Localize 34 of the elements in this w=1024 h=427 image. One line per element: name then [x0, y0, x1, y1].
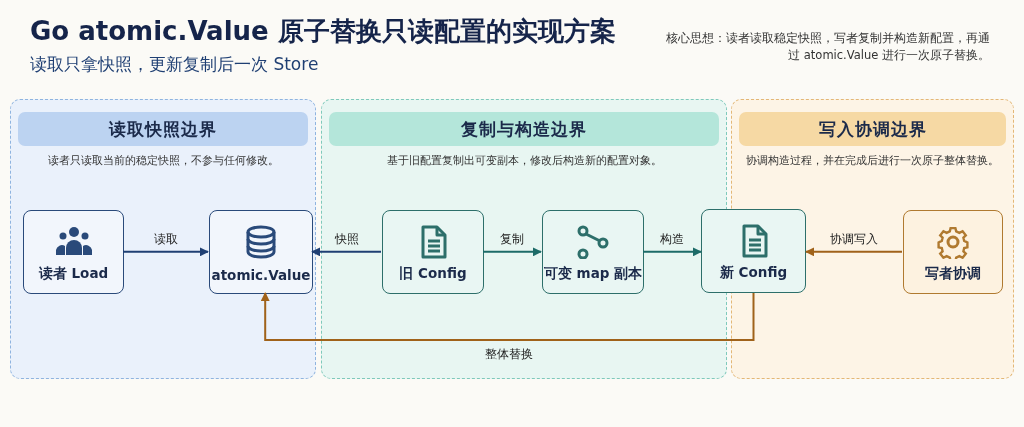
arrow — [311, 247, 382, 257]
panel-heading: 写入协调边界 — [739, 112, 1006, 146]
process-box — [23, 210, 124, 294]
edge-label: 整体替换 — [484, 345, 535, 363]
box-label: 写者协调 — [925, 265, 981, 283]
edge-label: 读取 — [152, 231, 179, 249]
box-label: 旧 Config — [399, 265, 467, 283]
panel-heading: 读取快照边界 — [18, 112, 308, 146]
edge-label: 复制 — [499, 231, 525, 249]
arrow — [482, 247, 542, 257]
arrow — [122, 247, 209, 257]
process-box — [903, 210, 1003, 294]
process-box — [701, 209, 806, 293]
panel-description: 协调构造过程，并在完成后进行一次原子整体替换。 — [745, 154, 1000, 168]
arrow — [805, 247, 903, 257]
subtitle: 读取只拿快照，更新复制后一次 Store — [30, 53, 320, 76]
boundary-panel — [10, 99, 316, 379]
note-text: 核心思想：读者读取稳定快照，写者复制并构造新配置，再通过 atomic.Value 进行一次原子替换。 — [665, 30, 990, 65]
title: Go atomic.Value 原子替换只读配置的实现方案 — [30, 15, 616, 48]
panel-description: 基于旧配置复制出可变副本，修改后构造新的配置对象。 — [385, 154, 663, 168]
edge-label: 协调写入 — [829, 231, 879, 249]
process-box — [209, 210, 313, 294]
arrow — [642, 247, 702, 257]
box-label: 新 Config — [719, 264, 788, 282]
process-box — [382, 210, 484, 294]
box-label: 读者 Load — [38, 265, 109, 283]
box-label: 可变 map 副本 — [543, 265, 643, 283]
process-box — [542, 210, 644, 294]
panel-heading: 复制与构造边界 — [329, 112, 719, 146]
box-label: atomic.Value — [211, 267, 311, 283]
panel-description: 读者只读取当前的稳定快照，不参与任何修改。 — [46, 154, 280, 168]
edge-label: 构造 — [659, 231, 685, 249]
edge-label: 快照 — [333, 231, 360, 249]
arrow — [260, 292, 755, 341]
